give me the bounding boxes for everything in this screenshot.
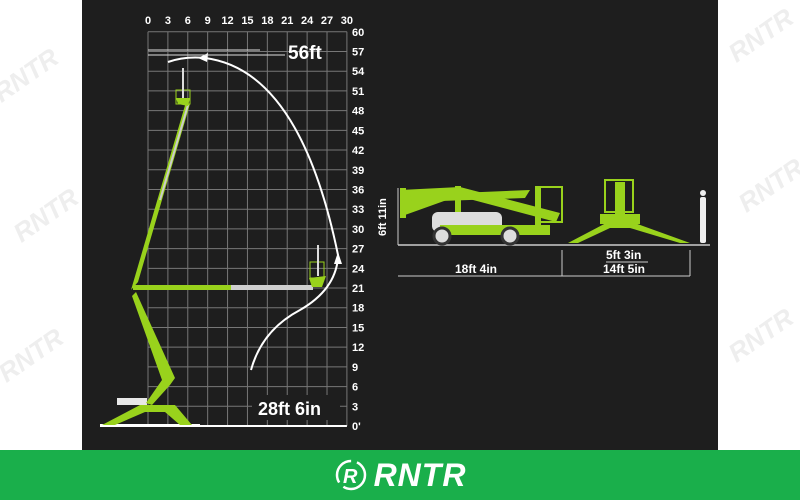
arrow-icon [198, 53, 208, 62]
y-tick-label: 45 [352, 125, 364, 137]
y-tick-label: 42 [352, 145, 364, 157]
y-tick-label: 36 [352, 184, 364, 196]
y-tick-label: 9 [352, 362, 358, 374]
y-tick-label: 54 [352, 66, 365, 78]
reach-envelope-lower-curve [250, 257, 339, 371]
y-tick-label: 21 [352, 283, 364, 295]
y-tick-label: 24 [352, 263, 365, 275]
y-tick-label: 12 [352, 342, 364, 354]
watermark: RNTR [722, 302, 800, 369]
stowed-length-label: 18ft 4in [455, 262, 497, 276]
x-tick-label: 24 [301, 15, 314, 27]
y-tick-label: 51 [352, 86, 364, 98]
rntr-logo[interactable]: R RNTR [334, 457, 467, 494]
watermark: RNTR [7, 182, 85, 249]
y-tick-label: 15 [352, 322, 364, 334]
outrigger-span-label: 14ft 5in [603, 262, 645, 276]
x-tick-label: 15 [241, 15, 253, 27]
reach-envelope-curve [167, 56, 339, 256]
lift-machine-stowed-front: 5ft 3in 14ft 5in [561, 179, 706, 277]
lift-machine-extended [100, 68, 326, 426]
x-tick-label: 21 [281, 15, 293, 27]
max-outreach-label: 28ft 6in [258, 399, 321, 419]
arrow-icon [334, 252, 342, 264]
x-tick-label: 27 [321, 15, 333, 27]
watermark: RNTR [732, 152, 800, 219]
x-tick-label: 18 [261, 15, 273, 27]
x-tick-label: 0 [145, 15, 151, 27]
logo-text: RNTR [373, 456, 467, 493]
y-tick-label: 27 [352, 244, 364, 256]
max-height-label: 56ft [288, 43, 322, 64]
stowed-width-label: 5ft 3in [606, 248, 641, 262]
y-tick-label: 30 [352, 224, 364, 236]
person-scale-icon [700, 190, 706, 243]
y-tick-label: 3 [352, 401, 358, 413]
rntr-logo-icon: R [335, 459, 366, 491]
watermark: RNTR [722, 2, 800, 69]
y-tick-label: 48 [352, 106, 364, 118]
watermark: RNTR [0, 42, 65, 109]
y-tick-label: 39 [352, 165, 364, 177]
lift-machine-stowed-side: 6ft 11in 18ft 4in [377, 186, 710, 277]
watermark: RNTR [0, 322, 70, 389]
footer-bar: R RNTR [0, 450, 800, 500]
x-tick-label: 9 [205, 15, 211, 27]
y-tick-label: 6 [352, 382, 358, 394]
stowed-height-label: 6ft 11in [377, 198, 389, 236]
y-tick-label: 33 [352, 204, 364, 216]
grid [100, 31, 348, 427]
y-tick-label: 57 [352, 47, 364, 59]
svg-text:R: R [343, 466, 358, 488]
y-tick-label: 0' [352, 421, 361, 433]
y-tick-label: 60 [352, 27, 364, 39]
x-axis-ticks: 0 3 6 9 12 15 18 21 24 27 30 [145, 15, 353, 27]
x-tick-label: 30 [341, 15, 353, 27]
y-tick-label: 18 [352, 303, 364, 315]
x-tick-label: 12 [221, 15, 233, 27]
x-tick-label: 6 [185, 15, 191, 27]
x-tick-label: 3 [165, 15, 171, 27]
